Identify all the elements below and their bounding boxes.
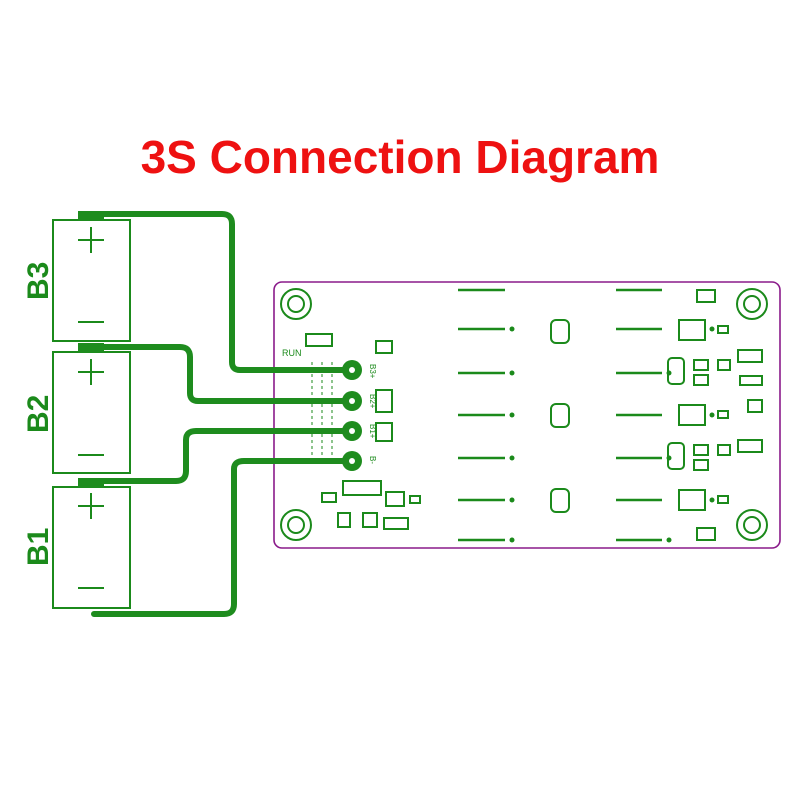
pad-label-b2-plus: B2+: [368, 394, 377, 409]
mounting-hole-top-left: [280, 288, 312, 320]
pcb-board: [273, 281, 781, 549]
battery-b2: [52, 343, 131, 474]
wire-b2-plus: [101, 344, 355, 404]
left-components: [305, 333, 421, 530]
solder-pad-b3-plus: [342, 360, 362, 380]
pad-label-b-minus: B-: [368, 456, 377, 464]
mounting-hole-bottom-right: [736, 509, 768, 541]
pad-label-b3-plus: B3+: [368, 364, 377, 379]
battery-b1: [52, 478, 131, 609]
center-components: [550, 289, 763, 541]
pad-label-b1-plus: B1+: [368, 424, 377, 439]
wire-b1-plus: [101, 428, 355, 484]
battery-label-b1: B1: [22, 528, 55, 566]
mounting-hole-bottom-left: [280, 509, 312, 541]
battery-label-b3: B3: [22, 262, 55, 300]
solder-pad-b1-plus: [342, 421, 362, 441]
battery-label-b2: B2: [22, 395, 55, 433]
mounting-hole-top-right: [736, 288, 768, 320]
wire-b3-plus: [101, 211, 355, 373]
solder-pad-b2-plus: [342, 391, 362, 411]
wire-b-minus: [91, 458, 355, 617]
diagram-title: 3S Connection Diagram: [140, 131, 660, 183]
mosfet-row-silkscreen: [458, 288, 662, 542]
run-label: RUN: [282, 348, 302, 358]
via-dashes: [311, 362, 333, 462]
battery-b3: [52, 211, 131, 342]
solder-pad-b-minus: [342, 451, 362, 471]
